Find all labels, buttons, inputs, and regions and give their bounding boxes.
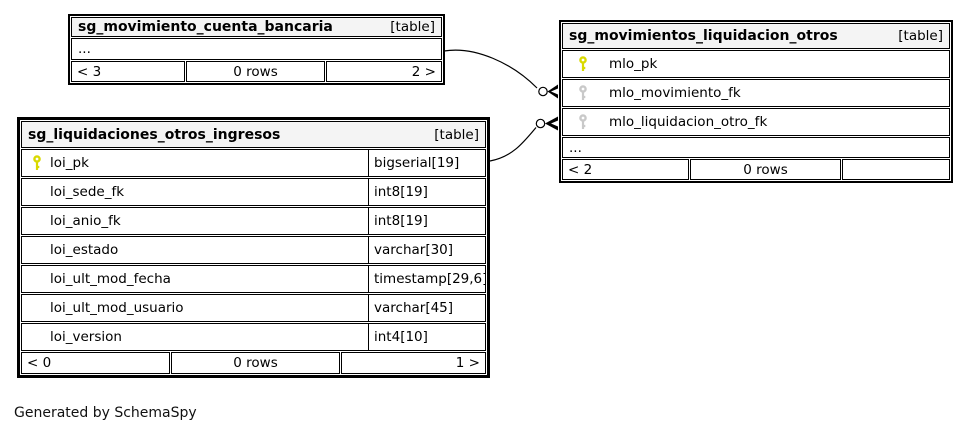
- foreign-key-icon: [577, 114, 588, 130]
- column-type: varchar[30]: [368, 237, 485, 263]
- zero-circle-icon: [538, 86, 548, 97]
- crow-foot-icon: [547, 84, 558, 99]
- table-node-sg-movimientos-liquidacion-otros: sg_movimientos_liquidacion_otros [table]…: [559, 20, 953, 183]
- column-row: mlo_movimiento_fk: [562, 79, 950, 107]
- crow-foot-icon: [545, 116, 558, 131]
- parents-count: < 3: [71, 61, 185, 82]
- edge-line: [443, 49, 538, 89]
- table-stats-row: < 2 0 rows: [562, 159, 950, 180]
- table-stats-row: < 3 0 rows 2 >: [71, 61, 442, 82]
- column-row: loi_pk bigserial[19]: [21, 149, 486, 177]
- column-name: mlo_pk: [609, 56, 658, 72]
- column-row: mlo_pk: [562, 50, 950, 78]
- children-count: 2 >: [326, 61, 442, 82]
- hidden-columns-row: ...: [71, 38, 442, 60]
- primary-key-icon: [577, 56, 588, 72]
- column-name: loi_sede_fk: [50, 184, 125, 200]
- table-type-badge: [table]: [898, 28, 943, 44]
- generator-note: Generated by SchemaSpy: [14, 405, 197, 421]
- column-type: int8[19]: [368, 179, 485, 205]
- table-title[interactable]: sg_movimiento_cuenta_bancaria: [78, 19, 333, 35]
- column-name: loi_pk: [50, 155, 89, 171]
- table-title[interactable]: sg_movimientos_liquidacion_otros: [569, 28, 838, 44]
- parents-count: < 2: [562, 159, 689, 180]
- primary-key-icon: [31, 155, 42, 171]
- edge-line: [489, 127, 537, 162]
- column-row: loi_anio_fk int8[19]: [21, 207, 486, 235]
- column-row: loi_ult_mod_usuario varchar[45]: [21, 294, 486, 322]
- column-name: mlo_liquidacion_otro_fk: [609, 114, 768, 130]
- column-name: loi_ult_mod_fecha: [50, 271, 171, 287]
- column-type: bigserial[19]: [368, 150, 485, 176]
- column-name: loi_version: [50, 329, 122, 345]
- parents-count: < 0: [21, 352, 170, 374]
- children-count: [842, 159, 950, 180]
- column-type: int8[19]: [368, 208, 485, 234]
- row-count: 0 rows: [186, 61, 325, 82]
- column-type: varchar[45]: [368, 295, 485, 321]
- table-node-sg-movimiento-cuenta-bancaria: sg_movimiento_cuenta_bancaria [table] ..…: [68, 14, 445, 85]
- table-header[interactable]: sg_movimientos_liquidacion_otros [table]: [562, 23, 950, 49]
- column-name: mlo_movimiento_fk: [609, 85, 741, 101]
- table-header[interactable]: sg_movimiento_cuenta_bancaria [table]: [71, 17, 442, 37]
- column-name: loi_anio_fk: [50, 213, 121, 229]
- column-type: timestamp[29,6]: [368, 266, 485, 292]
- zero-circle-icon: [535, 118, 546, 129]
- table-stats-row: < 0 0 rows 1 >: [21, 352, 486, 374]
- row-count: 0 rows: [690, 159, 841, 180]
- table-header[interactable]: sg_liquidaciones_otros_ingresos [table]: [21, 121, 486, 148]
- column-row: mlo_liquidacion_otro_fk: [562, 108, 950, 136]
- edge-mcb-to-mlo-movimiento-fk: [443, 49, 558, 99]
- column-name: loi_ult_mod_usuario: [50, 300, 184, 316]
- column-row: loi_ult_mod_fecha timestamp[29,6]: [21, 265, 486, 293]
- column-type: int4[10]: [368, 324, 485, 350]
- column-row: loi_sede_fk int8[19]: [21, 178, 486, 206]
- table-type-badge: [table]: [434, 126, 479, 143]
- column-row: loi_version int4[10]: [21, 323, 486, 351]
- column-name: loi_estado: [50, 242, 119, 258]
- edge-loi-to-mlo-liquidacion-otro-fk: [489, 116, 558, 162]
- row-count: 0 rows: [171, 352, 340, 374]
- table-title[interactable]: sg_liquidaciones_otros_ingresos: [28, 126, 281, 143]
- foreign-key-icon: [577, 85, 588, 101]
- children-count: 1 >: [341, 352, 486, 374]
- table-type-badge: [table]: [390, 19, 435, 35]
- hidden-columns-row: ...: [562, 137, 950, 158]
- column-row: loi_estado varchar[30]: [21, 236, 486, 264]
- table-node-sg-liquidaciones-otros-ingresos: sg_liquidaciones_otros_ingresos [table] …: [17, 117, 490, 378]
